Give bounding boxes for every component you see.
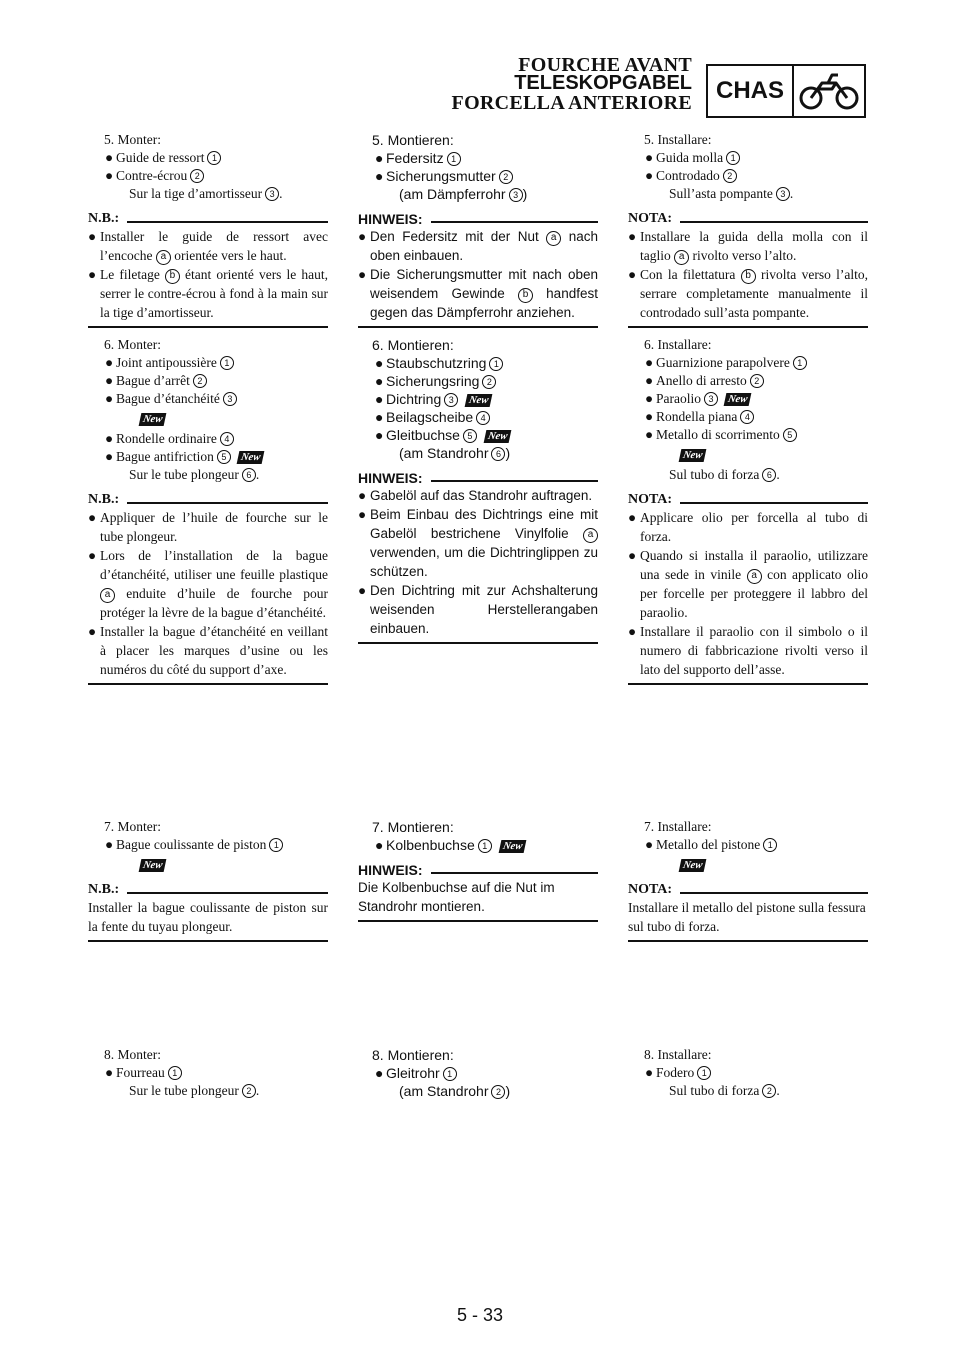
new-part-badge: New	[138, 413, 167, 426]
item: Guide de ressort	[116, 150, 205, 165]
new-part-badge: New	[464, 394, 493, 407]
title-de: TELESKOPGABEL	[514, 72, 692, 94]
item-sub: Sur la tige d’amortisseur	[129, 186, 263, 201]
note-header: N.B.:	[88, 492, 328, 508]
section-badge-label: CHAS	[708, 66, 794, 116]
title-it: FORCELLA ANTERIORE	[451, 92, 692, 114]
new-part-badge: New	[236, 451, 265, 464]
title-fr: FOURCHE AVANT	[518, 54, 692, 76]
note-body: ●Installer le guide de ressort avec l’en…	[88, 229, 329, 320]
new-part-badge: New	[138, 859, 167, 872]
section-badge: CHAS	[706, 64, 866, 118]
item: Contre-écrou	[116, 168, 188, 183]
new-part-badge: New	[498, 840, 527, 853]
new-part-badge: New	[678, 859, 707, 872]
motorcycle-icon	[794, 66, 864, 116]
note-header: N.B.:	[88, 211, 328, 227]
new-part-badge: New	[723, 393, 752, 406]
step-title: 5. Monter:	[104, 132, 161, 147]
page-number: 5 - 33	[456, 1305, 504, 1325]
new-part-badge: New	[678, 449, 707, 462]
new-part-badge: New	[483, 430, 512, 443]
